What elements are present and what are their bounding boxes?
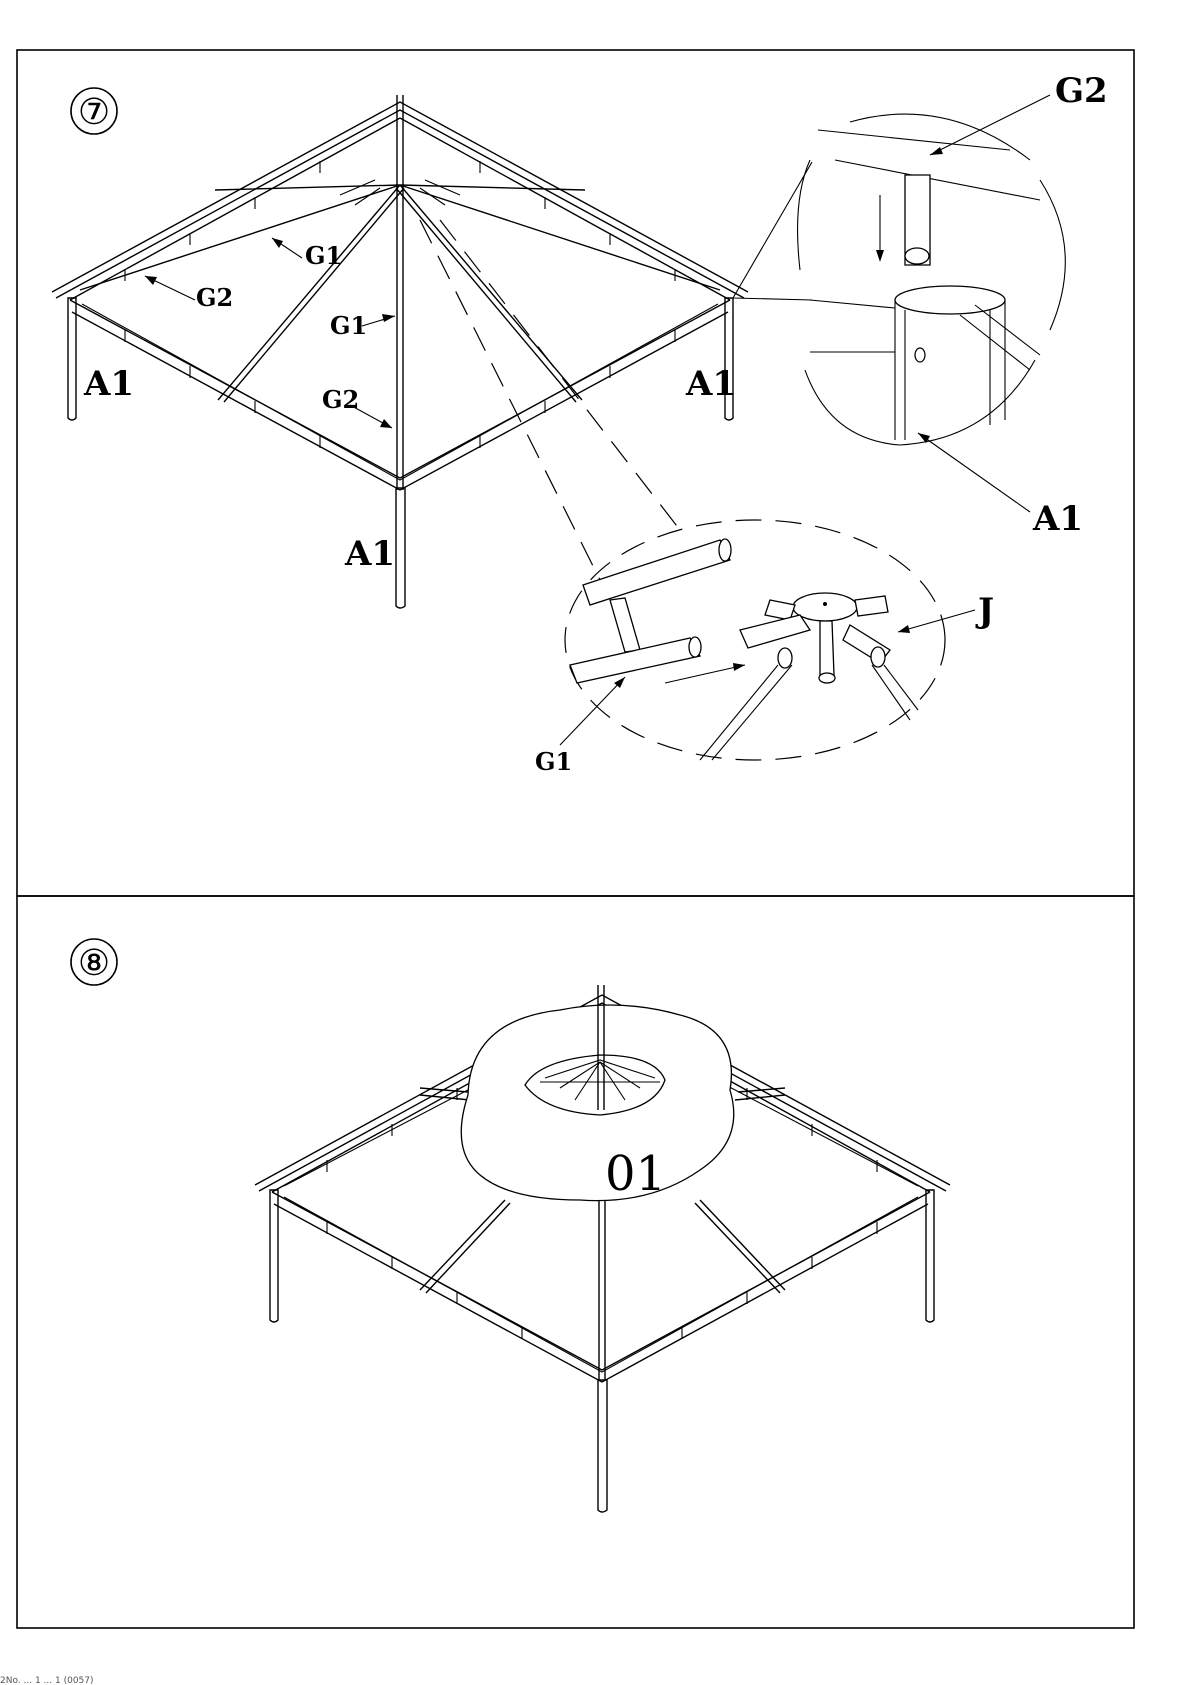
- detail-1-leader: [733, 162, 812, 300]
- label-g1-center: G1: [330, 311, 367, 340]
- detail-2-leader: [420, 220, 680, 580]
- label-g1-detail: G1: [535, 747, 572, 776]
- label-a1-front: A1: [344, 534, 395, 574]
- label-j-detail: J: [975, 591, 994, 631]
- canopy-01: 01: [461, 985, 734, 1202]
- label-g2-center: G2: [322, 385, 359, 414]
- step-7-number: ⑦: [78, 92, 110, 133]
- detail-post-joint: G2 A1: [798, 71, 1108, 539]
- label-a1-right: A1: [685, 364, 736, 404]
- post-right: [926, 1190, 934, 1322]
- step-7-frame: [17, 50, 1134, 896]
- label-g2-left: G2: [196, 283, 233, 312]
- label-g2-top-right: G2: [1055, 71, 1108, 111]
- step-7-number-badge: ⑦: [71, 88, 117, 134]
- footer-code: 2No. ... 1 ... 1 (0057): [0, 1676, 94, 1685]
- post-front: [598, 1380, 607, 1512]
- post-front: [396, 488, 405, 608]
- label-a1-left: A1: [83, 364, 134, 404]
- gazebo-frame-step-7: [52, 95, 748, 608]
- detail-hub-joint: J G1: [535, 520, 994, 776]
- step-8-number: ⑧: [78, 943, 110, 984]
- post-left: [270, 1190, 278, 1322]
- label-a1-detail: A1: [1032, 499, 1083, 539]
- post-left: [68, 298, 76, 420]
- step-7-callouts: G1 G2 G1 G2 A1 A1 A1: [83, 238, 736, 574]
- step-8-frame: [17, 896, 1134, 1628]
- label-canopy-01: 01: [605, 1146, 666, 1202]
- step-8-number-badge: ⑧: [71, 939, 117, 985]
- label-g1-upper: G1: [305, 241, 342, 270]
- step-7-panel: ⑦: [17, 50, 1134, 896]
- step-8-panel: ⑧ 01: [17, 896, 1134, 1628]
